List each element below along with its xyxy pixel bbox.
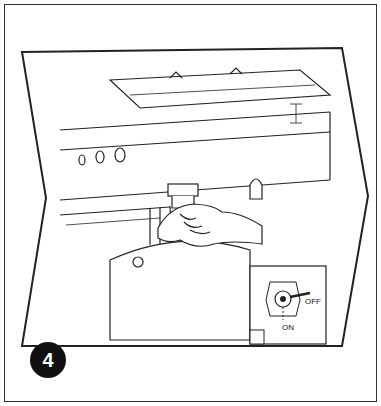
appliance-drawing [60, 68, 330, 340]
valve-inset [250, 266, 326, 344]
switch-position: OFF [305, 298, 321, 306]
chevron-frame [22, 48, 368, 346]
callout-number: 4 [42, 350, 53, 370]
outer-frame [5, 5, 377, 402]
switch-position: ON [282, 324, 294, 332]
hand-on-valve [158, 184, 262, 246]
step-badge [30, 342, 66, 378]
